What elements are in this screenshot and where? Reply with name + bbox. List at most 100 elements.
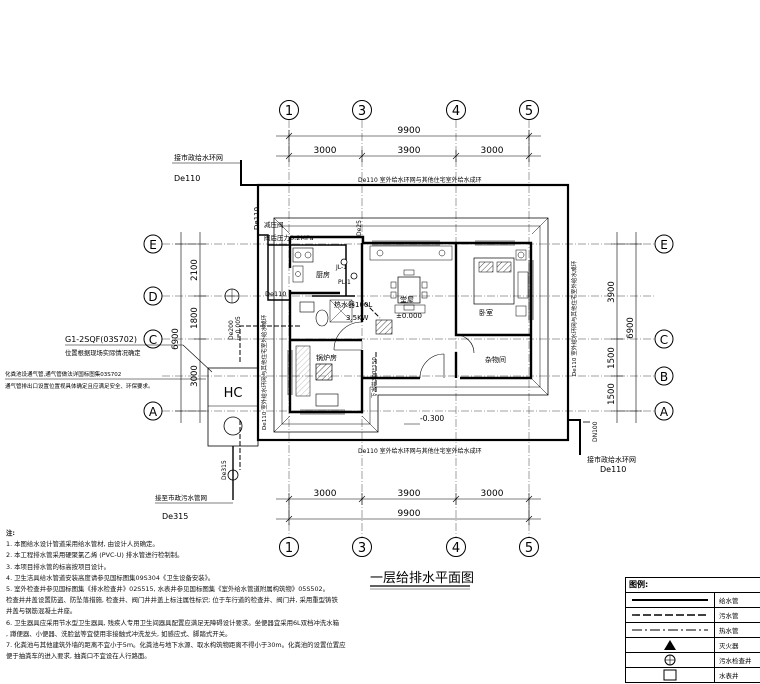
pl1-label: PL-1 bbox=[338, 279, 351, 286]
dim-right-seg-3: 1500 bbox=[607, 383, 617, 405]
dim-left-seg-2: 1800 bbox=[190, 307, 200, 329]
dimension-lines-left bbox=[175, 232, 206, 423]
sewer-label: 接至市政污水管网 bbox=[155, 493, 207, 502]
legend-row-supply: 给水管 bbox=[626, 593, 760, 608]
slope-label: i=0.005 bbox=[235, 316, 242, 340]
legend-label: 水表井 bbox=[719, 672, 739, 680]
de110-top-label: De110 bbox=[174, 174, 200, 183]
bedroom-wardrobe bbox=[517, 271, 529, 299]
living-sofa bbox=[394, 304, 426, 314]
legend-row-meterwell: 水表井 bbox=[626, 668, 760, 682]
note-line: 井盖与钢筋混凝土井座。 bbox=[6, 607, 77, 616]
axis-label-right-a: A bbox=[660, 405, 669, 419]
bathroom-basin bbox=[299, 301, 315, 313]
pipe-right-vertical-label: De110 室外给水环网与其他住宅室外给水成环 bbox=[570, 260, 578, 376]
dim-right-seg-1: 3900 bbox=[607, 281, 617, 303]
interior-water-pipes bbox=[258, 234, 355, 301]
eaves-corners bbox=[273, 217, 549, 433]
de315-vertical-label: De315 bbox=[221, 460, 228, 480]
dim-left-seg-3: 3000 bbox=[190, 365, 200, 387]
dimension-lines-top bbox=[276, 130, 541, 162]
bottom-axis-bubbles: 1 3 4 5 bbox=[279, 537, 539, 557]
door-swings bbox=[333, 321, 475, 379]
note-line: , 蹲便器、小便器、洗脸盆等宜使用非接触式冲洗龙头, 如感应式、脚踏式开关。 bbox=[6, 629, 232, 638]
legend-row-extinguisher: 灭火器 bbox=[626, 638, 760, 653]
legend-title: 图例: bbox=[626, 578, 760, 593]
jl1-riser bbox=[340, 258, 348, 266]
legend-row-manhole: 污水检查井 bbox=[626, 653, 760, 668]
pipe-bottom-label: De110 室外给水环网与其他住宅室外给水成环 bbox=[358, 447, 482, 455]
bathroom-shower bbox=[329, 299, 353, 323]
axis-label-top-4: 4 bbox=[452, 104, 460, 119]
axis-label-top-3: 3 bbox=[358, 104, 366, 119]
legend-label: 给水管 bbox=[719, 597, 739, 605]
axis-label-bottom-3: 3 bbox=[358, 541, 366, 556]
dim-top-seg-1: 3000 bbox=[314, 146, 337, 156]
pl1-riser bbox=[350, 272, 358, 280]
kitchen-stove bbox=[292, 247, 314, 263]
note-line: 2. 本工程排水管采用硬聚氯乙烯 (PVC-U) 排水管进行检制制。 bbox=[6, 551, 184, 560]
municipal-top-label: 接市政给水环网 bbox=[174, 153, 223, 162]
dim-top-seg-3: 3000 bbox=[481, 146, 504, 156]
dim-left-total: 6900 bbox=[171, 328, 181, 350]
hc-note-2: 通气管排出口设置位置视具体确定且应满足安全、环保要求。 bbox=[5, 382, 154, 390]
dim-right-total: 6900 bbox=[626, 317, 636, 339]
axis-label-bottom-5: 5 bbox=[525, 541, 533, 556]
jl1-label: JL-1 bbox=[335, 264, 347, 271]
eaves-outer bbox=[273, 217, 549, 433]
axis-label-left-e: E bbox=[149, 238, 157, 252]
note-line: 4. 卫生洁具给水管道安装高度请参见国标图集09S304《卫生设备安装》。 bbox=[6, 573, 215, 582]
heater-label: 热水器100L bbox=[334, 300, 372, 309]
note-line: 3. 本项目排水管的标高按项目设计。 bbox=[6, 562, 110, 571]
dn100-label: DN100 bbox=[592, 421, 599, 442]
axis-label-top-5: 5 bbox=[525, 104, 533, 119]
living-cabinet bbox=[369, 245, 453, 261]
bedroom-bed bbox=[473, 257, 515, 305]
note-line: 5. 室外检查井参见国标图集《排水检查井》02S515, 水表井参见国标图集《室… bbox=[6, 585, 329, 594]
axis-label-right-e: E bbox=[660, 238, 668, 252]
hc-note-1: 化粪池设通气管,通气管做法详国标图集03S702 bbox=[5, 370, 121, 378]
left-axis-bubbles: E D C A bbox=[143, 234, 163, 421]
axis-label-left-d: D bbox=[148, 290, 157, 304]
legend-label: 污水管 bbox=[719, 612, 739, 620]
right-axis-bubbles: E C B A bbox=[654, 234, 674, 421]
drawing-title: 一层给排水平面图 bbox=[370, 571, 474, 586]
septic-manhole bbox=[223, 416, 243, 436]
legend-row-sewage: 污水管 bbox=[626, 608, 760, 623]
power-label: 3.5KW bbox=[346, 314, 368, 322]
municipal-supply-right bbox=[568, 419, 581, 455]
dim-bottom-seg-3: 3000 bbox=[481, 489, 504, 499]
de25-label: De25 bbox=[356, 220, 363, 236]
note-line: 检查井井盖设置防盗、防坠落措施, 检查井、阀门井井盖上标注属性标识; 位于车行道… bbox=[6, 596, 338, 605]
heater-tank bbox=[375, 319, 393, 335]
de110-right-label: De110 bbox=[600, 465, 626, 474]
legend-row-hotwater: 热水管 bbox=[626, 623, 760, 638]
de200-label: De200 bbox=[228, 320, 235, 340]
de315-label: De315 bbox=[162, 512, 188, 521]
room-bedroom: 卧室 bbox=[479, 308, 493, 317]
dimension-lines-bottom bbox=[276, 493, 541, 525]
dim-bottom-total: 9900 bbox=[398, 509, 421, 519]
septic-tank bbox=[207, 367, 259, 447]
legend-table: 图例: 给水管 污水管 热水管 灭火器 污水检查井 水表井 bbox=[625, 577, 760, 683]
legend-label: 热水管 bbox=[719, 627, 739, 635]
legend-label: 灭火器 bbox=[719, 642, 739, 650]
pressure-label: 阀后压力0.2MPa bbox=[264, 233, 314, 242]
building-walls bbox=[288, 235, 533, 414]
axis-label-top-1: 1 bbox=[285, 104, 293, 119]
axis-label-left-a: A bbox=[149, 405, 158, 419]
dim-bottom-seg-2: 3900 bbox=[398, 489, 421, 499]
dimension-lines-right bbox=[611, 232, 642, 423]
note-line: 6. 卫生器具应采用节水型卫生器具, 残疾人专用卫生间器具配置应满足无障碍设计要… bbox=[6, 618, 339, 627]
de110-left-label: De110 bbox=[253, 207, 261, 230]
g1-note: 位置根据现场实际情况确定 bbox=[65, 348, 141, 357]
legend-label: 污水检查井 bbox=[719, 657, 752, 665]
boiler-unit bbox=[315, 363, 333, 381]
axis-label-bottom-4: 4 bbox=[452, 541, 460, 556]
dim-top-total: 9900 bbox=[398, 126, 421, 136]
municipal-right-label: 接市政给水环网 bbox=[587, 455, 636, 464]
interior-drain-pipes bbox=[239, 290, 381, 470]
extinguisher-icon bbox=[664, 640, 676, 650]
dim-right-seg-2: 1500 bbox=[607, 347, 617, 369]
